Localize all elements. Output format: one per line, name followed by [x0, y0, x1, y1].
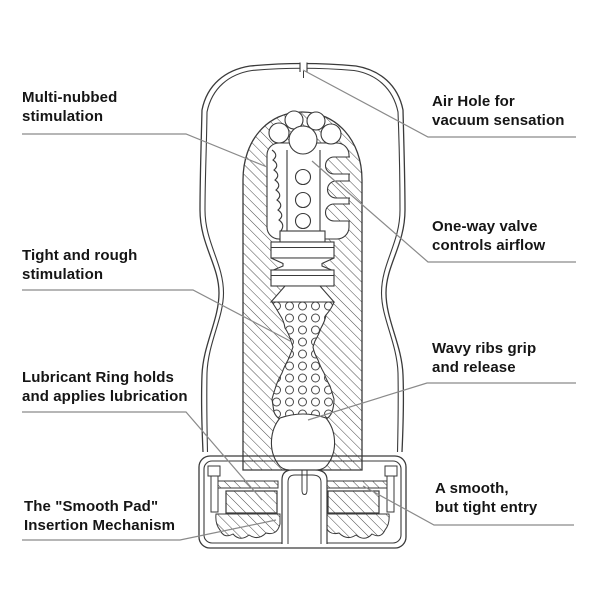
leader-smooth-entry [362, 485, 574, 526]
rib-disc [270, 269, 335, 287]
multi-nub-wall [271, 149, 284, 233]
insertion-tube [281, 469, 328, 544]
leader-air-hole [302, 69, 576, 138]
insertion-mechanism [207, 465, 398, 544]
label-wavy-ribs: Wavy ribs grip and release [432, 340, 537, 376]
neck-tab [279, 230, 326, 243]
label-one-way-valve: One-way valve controls airflow [432, 218, 546, 254]
air-hole [299, 61, 308, 78]
label-lubricant-ring: Lubricant Ring holds and applies lubrica… [22, 369, 188, 405]
entry-bulb [270, 413, 336, 471]
leader-lines [22, 69, 576, 541]
label-multi-nubbed: Multi-nubbed stimulation [22, 89, 118, 125]
leader-lubricant-ring [22, 411, 263, 501]
cap-clip-left [207, 465, 221, 513]
one-way-valve-fingers [325, 156, 350, 222]
leader-tight-rough [22, 289, 293, 343]
valve-hole [294, 191, 312, 209]
valve-hole [294, 168, 312, 186]
label-tight-rough: Tight and rough stimulation [22, 247, 138, 283]
leader-wavy-ribs [307, 382, 576, 421]
cap-outer [198, 455, 407, 549]
valve-hole [294, 212, 312, 230]
label-smooth-pad: The "Smooth Pad" Insertion Mechanism [24, 498, 176, 534]
leader-one-way-valve [311, 160, 576, 263]
rib-disc [270, 241, 335, 259]
cap-clip-right [384, 465, 398, 513]
valve-column [286, 150, 321, 238]
entry-slit [301, 470, 308, 496]
sleeve-cavity [266, 110, 350, 471]
label-smooth-entry: A smooth, but tight entry [435, 480, 538, 516]
flower-chamber [268, 110, 342, 155]
leader-multi-nubbed [22, 133, 268, 168]
label-air-hole: Air Hole for vacuum sensation [432, 93, 565, 129]
leader-smooth-pad [22, 519, 277, 541]
